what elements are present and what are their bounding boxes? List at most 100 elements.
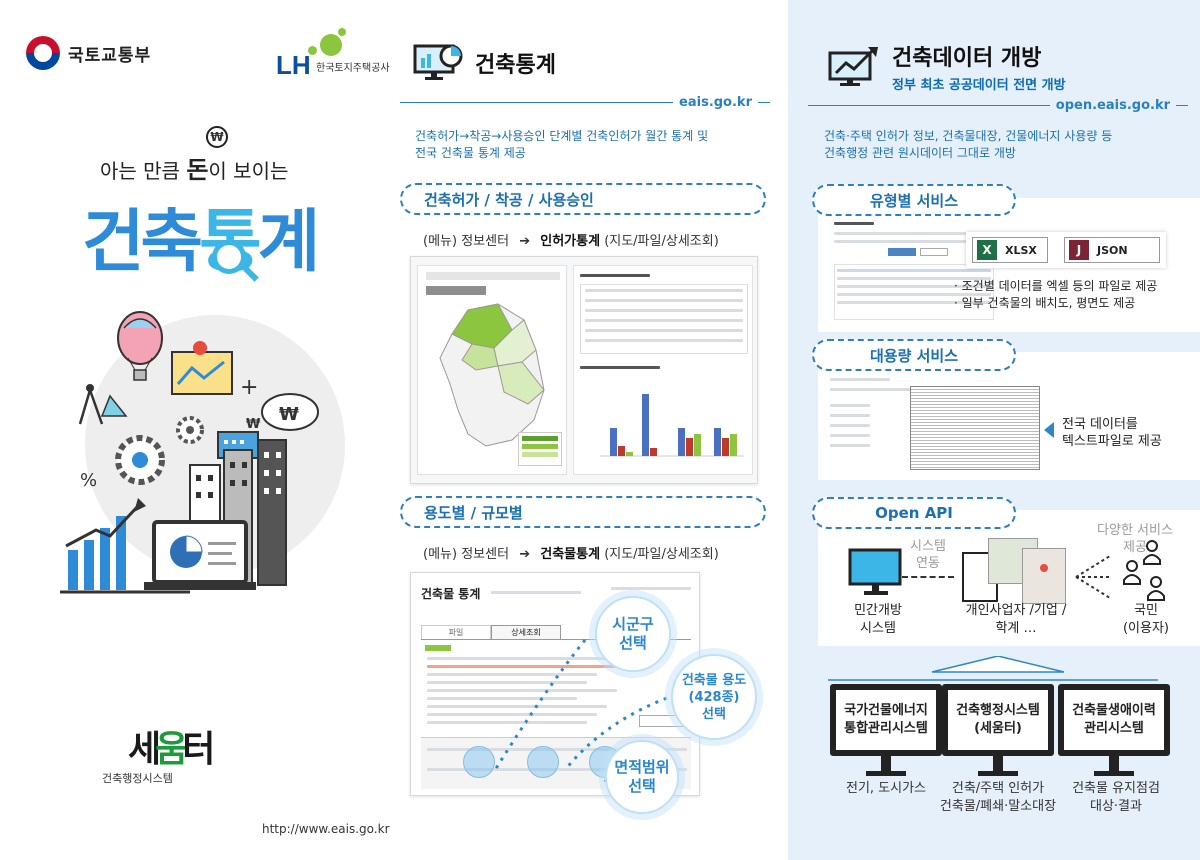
arrow-right-icon: ➔ <box>519 547 531 562</box>
bulk-text-file-image <box>910 386 1040 470</box>
percent-sign: % <box>80 470 97 491</box>
slogan-pre: 아는 만큼 <box>100 159 187 183</box>
bulk-service-pill: 대용량 서비스 <box>812 339 1016 371</box>
eais-url[interactable]: http://www.eais.go.kr <box>262 822 390 836</box>
monitor-stand <box>1109 756 1119 772</box>
svg-text:₩: ₩ <box>279 404 299 425</box>
right-url[interactable]: open.eais.go.kr <box>1055 97 1170 113</box>
monitor-stand <box>881 756 891 772</box>
permit-table-chart-view <box>573 265 753 475</box>
cover-title: 건축통계 <box>82 186 321 285</box>
callout-area-range: 면적범위 선택 <box>605 740 679 814</box>
monitor-stand <box>993 756 1003 772</box>
lh-dots-icon <box>306 28 346 58</box>
building-statistics-panel: 건축통계 eais.go.kr 건축허가→착공→사용승인 단계별 건축인허가 월… <box>395 0 788 860</box>
seumteo-subtitle: 건축행정시스템 <box>102 772 173 785</box>
monitor-chart-icon <box>413 44 463 80</box>
plus-sign: + <box>240 375 258 400</box>
permit-section-pill: 건축허가 / 착공 / 사용승인 <box>400 183 766 215</box>
bulk-service-desc: 전국 데이터를 텍스트파일로 제공 <box>1062 417 1162 449</box>
citizen-label: 국민 (이용자) <box>1122 603 1170 636</box>
callout-building-use: 건축물 용도 (428종) 선택 <box>671 654 757 740</box>
business-label: 개인사업자 /기업 / 학계 … <box>965 603 1067 636</box>
private-system-label: 민간개방 시스템 <box>854 603 902 636</box>
molit-logo: 국토교통부 <box>26 36 151 70</box>
mid-header: 건축통계 <box>413 44 556 82</box>
slogan-post: 이 보이는 <box>208 159 289 183</box>
xlsx-button[interactable]: X XLSX <box>972 237 1048 263</box>
right-title: 건축데이터 개방 <box>892 46 1042 71</box>
lifecycle-system-desc: 건축물 유지점검 대상·결과 <box>1072 781 1160 814</box>
people-icon <box>1123 540 1165 601</box>
korea-map-view <box>417 265 567 475</box>
monitor-growth-icon <box>828 46 878 86</box>
seumteo-system-desc: 건축/주택 인허가 건축물/폐쇄·말소대장 <box>939 781 1057 814</box>
json-icon: J <box>1069 240 1089 260</box>
right-header: 건축데이터 개방 정부 최초 공공데이터 전면 개방 <box>828 40 1066 93</box>
lh-mark: LH <box>276 50 311 80</box>
energy-system-monitor: 국가건물에너지 통합관리시스템 <box>830 684 942 756</box>
excel-icon: X <box>977 240 997 260</box>
won-cloud-icon: ₩ <box>261 393 319 431</box>
compass-icon <box>78 384 128 425</box>
permit-bar-chart-icon <box>600 394 744 457</box>
typed-service-card: X XLSX J JSON · 조건별 데이터를 엑셀 등의 파일로 제공 · … <box>818 198 1200 332</box>
laptop-pie-icon <box>144 520 256 590</box>
right-subtitle: 정부 최초 공공데이터 전면 개방 <box>892 78 1066 93</box>
lifecycle-system-monitor: 건축물생애이력 관리시스템 <box>1058 684 1170 756</box>
use-select-bubble[interactable] <box>527 746 559 778</box>
seumteo-logo: 세움터 건축행정시스템 <box>102 720 215 785</box>
monitor-base <box>1094 771 1134 776</box>
right-description: 건축·주택 인허가 정보, 건축물대장, 건물에너지 사용량 등 건축행정 관련… <box>824 129 1113 160</box>
pointer-arrow-icon <box>1044 422 1054 438</box>
callout-sigungu: 시군구 선택 <box>595 596 671 672</box>
mid-description: 건축허가→착공→사용승인 단계별 건축인허가 월간 통계 및 전국 건축물 통계… <box>415 129 709 160</box>
arrow-right-icon: ➔ <box>519 234 531 249</box>
gear-icon <box>115 416 204 485</box>
slogan: 아는 만큼 돈이 보이는 <box>100 150 288 185</box>
typed-service-bullets: · 조건별 데이터를 엑셀 등의 파일로 제공 · 일부 건축물의 배치도, 평… <box>954 279 1158 310</box>
molit-name: 국토교통부 <box>68 45 152 66</box>
api-various-label: 다양한 서비스 제공 <box>1097 523 1173 555</box>
map-service-collage <box>962 534 1066 606</box>
permit-menu-path: (메뉴) 정보센터 ➔ 인허가통계 (지도/파일/상세조회) <box>423 234 719 249</box>
balloon-icon <box>117 311 163 381</box>
magnifier-icon <box>212 240 246 274</box>
json-button[interactable]: J JSON <box>1064 237 1160 263</box>
use-scale-section-pill: 용도별 / 규모별 <box>400 496 766 528</box>
monitor-icon <box>848 548 902 595</box>
energy-system-desc: 전기, 도시가스 <box>845 781 927 796</box>
taegeuk-icon <box>26 36 60 70</box>
open-api-card: 시스템 연동 다양한 서비스 제공 민간개방 시스템 개인사업자 /기업 / 학… <box>818 510 1200 646</box>
right-url-line: open.eais.go.kr <box>808 97 1188 113</box>
won-coin-icon: ₩ <box>206 126 228 148</box>
typed-service-pill: 유형별 서비스 <box>812 184 1016 216</box>
open-api-pill: Open API <box>812 497 1016 529</box>
korea-map-icon <box>439 303 545 447</box>
seumteo-wordmark: 세움터 <box>128 729 215 770</box>
building-menu-path: (메뉴) 정보센터 ➔ 건축물통계 (지도/파일/상세조회) <box>423 547 719 562</box>
shot2-tab-detail[interactable]: 상세조회 <box>491 625 561 639</box>
shot2-title: 건축물 통계 <box>421 587 481 601</box>
monitor-base <box>978 771 1018 776</box>
map-chart-icon <box>171 341 233 395</box>
shot2-tab-file[interactable]: 파일 <box>421 625 491 639</box>
mid-url[interactable]: eais.go.kr <box>679 94 752 110</box>
svg-text:₩: ₩ <box>246 417 261 432</box>
sigungu-select-bubble[interactable] <box>463 746 495 778</box>
permit-stats-screenshot <box>410 256 758 484</box>
cover-title-a: 건축 <box>82 203 203 282</box>
api-link-label: 시스템 연동 <box>910 539 946 571</box>
link-dashes <box>902 576 954 578</box>
cover-panel: 국토교통부 LH 한국토지주택공사 ₩ 아는 만큼 돈이 보이는 건축통계 <box>0 0 395 860</box>
seumteo-system-monitor: 건축행정시스템 (세움터) <box>942 684 1054 756</box>
open-data-panel: 건축데이터 개방 정부 최초 공공데이터 전면 개방 open.eais.go.… <box>788 0 1200 860</box>
lh-name: 한국토지주택공사 <box>316 63 390 74</box>
cover-title-c: 계 <box>257 203 321 282</box>
upward-triangle <box>828 656 1158 681</box>
bulk-service-card: 전국 데이터를 텍스트파일로 제공 <box>818 352 1200 480</box>
mid-title: 건축통계 <box>475 53 556 78</box>
mid-url-line: eais.go.kr <box>400 94 770 110</box>
statistics-illustration: + % ₩ ₩ <box>60 311 345 594</box>
branch-dashes <box>1075 555 1111 599</box>
